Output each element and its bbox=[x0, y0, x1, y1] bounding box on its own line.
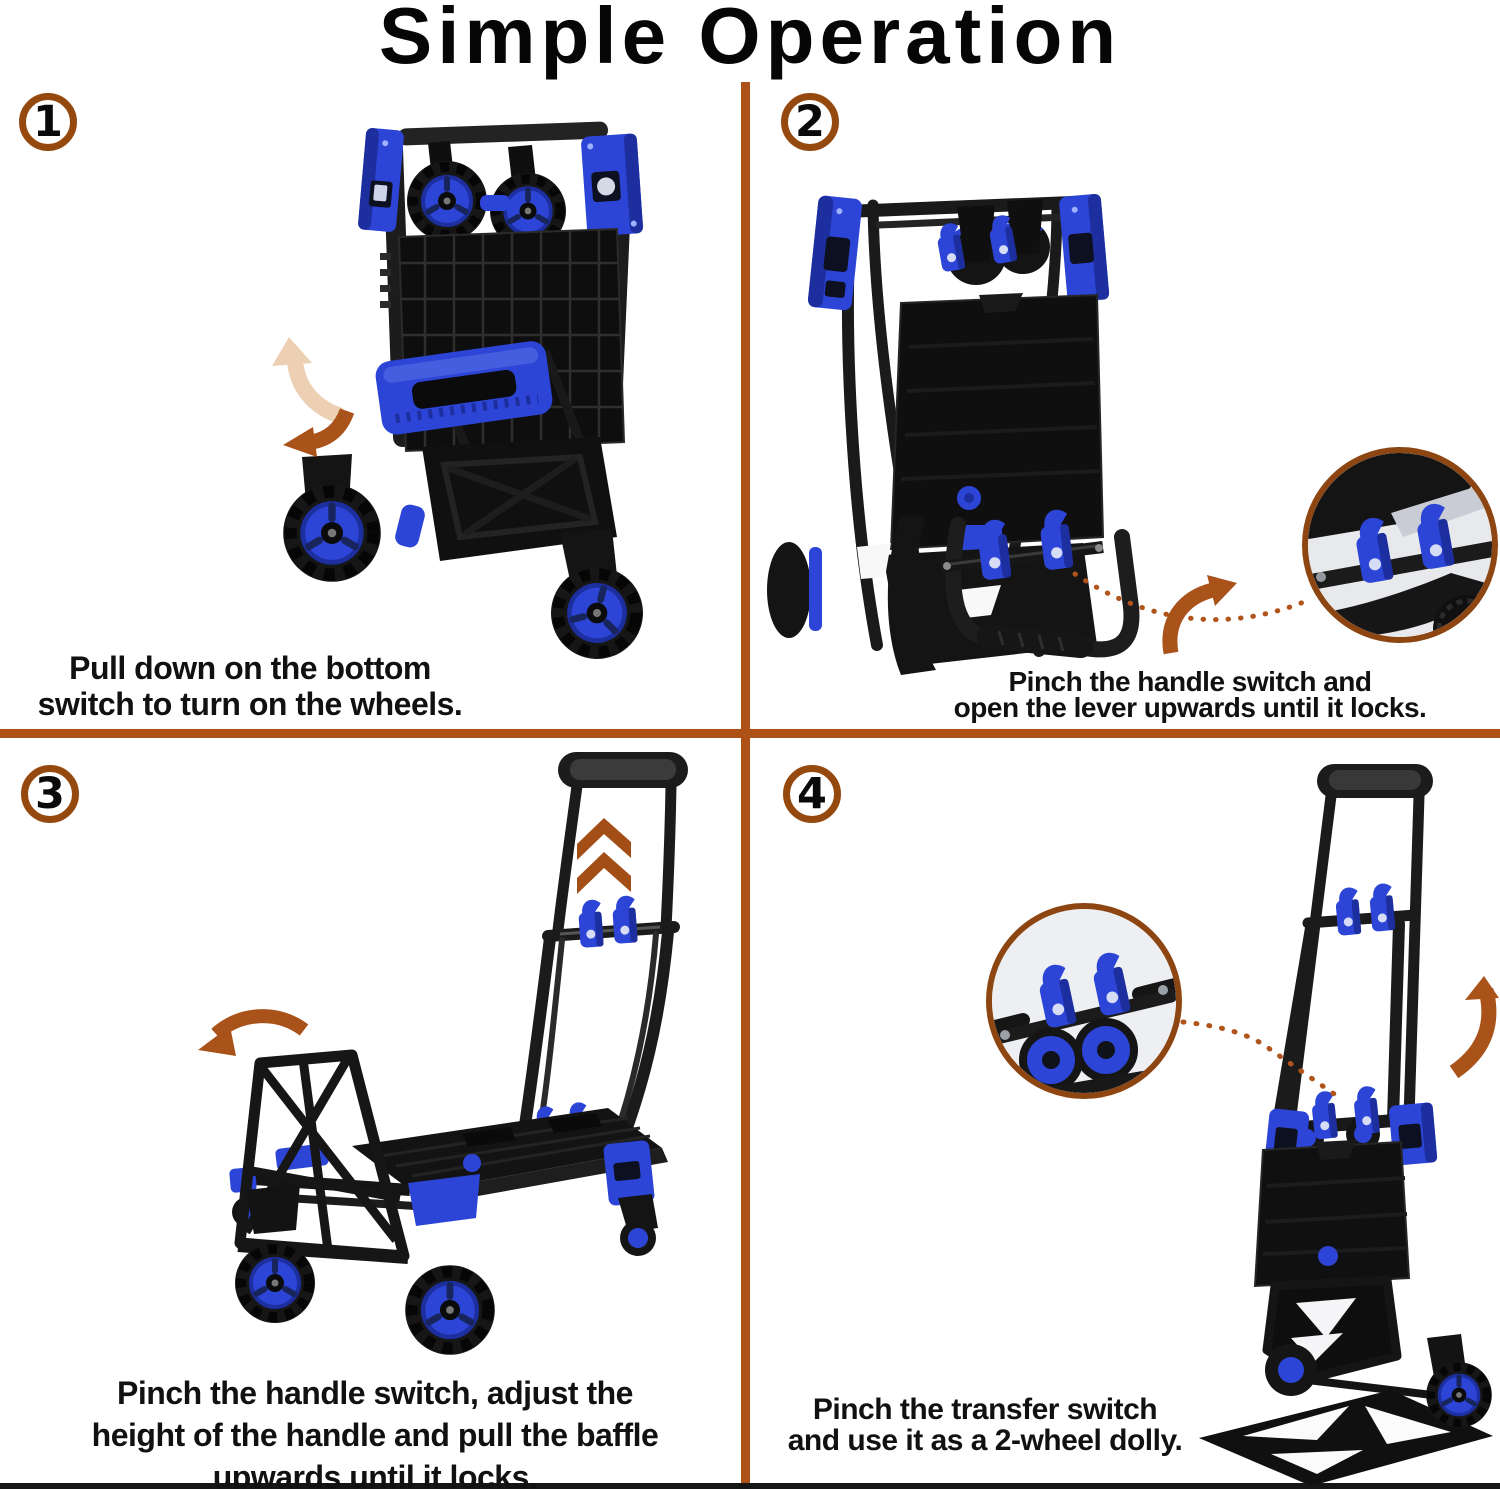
step-3-number: 3 bbox=[35, 769, 65, 819]
folded-cart-front-photo bbox=[283, 121, 653, 669]
zoom-detail-circle bbox=[986, 903, 1182, 1099]
curved-arrow-icon bbox=[198, 1009, 309, 1056]
step-1-badge: 1 bbox=[19, 93, 77, 151]
step-1-illustration bbox=[272, 121, 742, 729]
step-2-illustration bbox=[767, 193, 1498, 675]
step-4-caption: Pinch the transfer switch and use it as … bbox=[760, 1394, 1210, 1456]
step-2-caption: Pinch the handle switch and open the lev… bbox=[880, 666, 1500, 723]
step-4-illustration bbox=[986, 764, 1499, 1486]
folded-cart-rear-photo bbox=[767, 193, 1140, 675]
chevron-up-icon bbox=[577, 818, 631, 894]
caption-line: open the lever upwards until it locks. bbox=[953, 692, 1427, 723]
two-wheel-dolly-photo bbox=[1199, 764, 1493, 1486]
transfer-switch-clip bbox=[1310, 1090, 1339, 1140]
step-2-badge: 2 bbox=[781, 93, 839, 151]
caption-line: Pinch the handle switch and bbox=[1008, 666, 1373, 697]
caption-line: Pinch the transfer switch bbox=[812, 1393, 1158, 1426]
toe-plate bbox=[1199, 1390, 1493, 1486]
platform-cart-photo bbox=[229, 752, 688, 1355]
step-1-number: 1 bbox=[33, 97, 63, 147]
zoom-detail-circle bbox=[1302, 447, 1498, 643]
vertical-divider bbox=[741, 82, 750, 1489]
grid-panel bbox=[399, 229, 624, 451]
step-1-caption: Pull down on the bottom switch to turn o… bbox=[10, 650, 490, 722]
caption-line: Pull down on the bottom bbox=[69, 650, 431, 686]
step-3-badge: 3 bbox=[21, 765, 79, 823]
folded-push-handle bbox=[375, 341, 553, 435]
curved-arrow-icon bbox=[1449, 976, 1499, 1079]
caption-line: height of the handle and pull the baffle bbox=[91, 1417, 659, 1453]
handle-switch-clip bbox=[577, 899, 604, 948]
step-3-illustration bbox=[198, 752, 688, 1489]
handle-switch-clip bbox=[611, 895, 638, 944]
step-3-caption: Pinch the handle switch, adjust the heig… bbox=[60, 1372, 690, 1489]
caption-line: upwards until it locks. bbox=[212, 1459, 538, 1489]
curved-arrow-icon bbox=[1162, 575, 1237, 655]
bottom-border bbox=[0, 1483, 1500, 1489]
caption-line: and use it as a 2-wheel dolly. bbox=[787, 1424, 1183, 1457]
rotate-arrow-icon bbox=[272, 337, 355, 457]
transfer-switch-clip bbox=[1352, 1085, 1381, 1135]
caption-line: Pinch the handle switch, adjust the bbox=[117, 1375, 633, 1411]
horizontal-divider bbox=[0, 729, 1500, 738]
dotted-connector-line bbox=[1072, 571, 1314, 623]
step-2-number: 2 bbox=[795, 97, 825, 147]
step-4-badge: 4 bbox=[783, 765, 841, 823]
page-title: Simple Operation bbox=[378, 0, 1122, 80]
dotted-connector-line bbox=[1180, 1019, 1340, 1099]
step-4-number: 4 bbox=[797, 769, 827, 819]
caption-line: switch to turn on the wheels. bbox=[37, 686, 463, 722]
